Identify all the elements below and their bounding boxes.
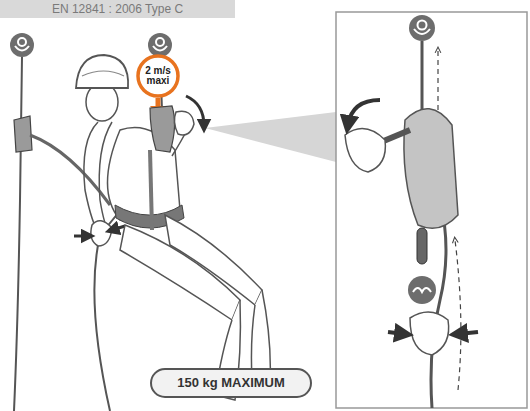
descender — [150, 106, 175, 152]
rotate-arrow — [348, 100, 380, 125]
detail-panel — [336, 12, 527, 408]
anchor-symbol — [153, 46, 167, 51]
backup-rope — [14, 57, 22, 411]
carabiner — [417, 228, 427, 264]
hand — [174, 111, 194, 135]
helmet — [76, 55, 128, 88]
hand — [345, 129, 385, 172]
anchor-symbol — [18, 38, 26, 46]
anchor-symbol — [418, 21, 427, 30]
hand — [91, 221, 112, 246]
anchor-symbol — [156, 38, 164, 46]
anchor-symbol — [414, 29, 430, 34]
leg — [165, 215, 262, 305]
pinch-arrow — [458, 332, 478, 334]
rotate-arrow — [186, 96, 204, 126]
harness-symbol — [413, 288, 431, 292]
node-text: EN 12841 : 2006 Type C — [52, 3, 183, 16]
anchor-symbol — [10, 33, 34, 57]
pinch-arrow — [388, 332, 404, 334]
descender — [404, 109, 458, 229]
helmet — [82, 71, 124, 76]
node-text: 2 m/s maxi — [140, 66, 176, 87]
circle-outline — [138, 56, 178, 96]
hand — [410, 312, 449, 355]
standard-band: EN 12841 : 2006 Type C — [0, 0, 235, 18]
load-limit-box: 150 kg MAXIMUM — [150, 368, 312, 398]
lanyard — [30, 135, 110, 205]
rope-travel-arrow — [455, 240, 461, 390]
left-arm — [84, 122, 100, 235]
left-arm — [99, 122, 112, 235]
anchor-symbol — [148, 33, 172, 57]
harness — [150, 150, 152, 230]
node-text: 150 kg MAXIMUM — [177, 376, 285, 390]
pinch-arrow — [74, 235, 88, 238]
harness-symbol — [408, 276, 436, 304]
speed-limit-circle: 2 m/s maxi — [136, 54, 180, 98]
pinch-arrow — [112, 226, 125, 230]
rope-grab — [14, 116, 32, 152]
anchor-symbol — [15, 46, 29, 51]
anchor-symbol — [409, 15, 435, 41]
working-rope — [431, 200, 446, 408]
zoom-pointer — [205, 112, 336, 162]
